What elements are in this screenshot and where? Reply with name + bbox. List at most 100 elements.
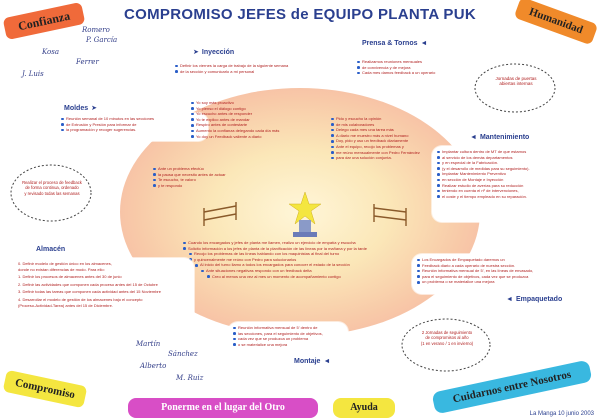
list-item: Realizamos reuniones mensuales bbox=[356, 59, 458, 65]
list-item: Delego cada mes una tarea más bbox=[330, 127, 460, 133]
signature: Kosa bbox=[42, 48, 60, 56]
arrow-icon: ➤ bbox=[91, 105, 97, 112]
section-header-montaje: Montaje ◄ bbox=[294, 358, 330, 365]
bubble-line: y revisado todas las semanas bbox=[24, 190, 80, 196]
section-header-almacen: Almacén bbox=[36, 246, 65, 253]
signature: Romero bbox=[82, 26, 110, 34]
corner-label-compromiso: Compromiso bbox=[2, 369, 88, 409]
signature: P. García bbox=[86, 36, 118, 44]
section-box-moldes: Reunión semanal de 10 minutos en las sec… bbox=[56, 113, 208, 141]
list-item: un problema o se materialice una mejora bbox=[416, 279, 590, 285]
list-item: Reunión informativa mensual de 5' dentro… bbox=[232, 325, 344, 331]
list-item: Los Encargados de Empaquetado daremos un bbox=[416, 257, 590, 263]
signature: Ferrer bbox=[76, 58, 99, 66]
list-item: 1. Definir los procesos de almacenes ant… bbox=[18, 274, 122, 280]
center-list-right-top: Pido y escucho la opinión de mis colabor… bbox=[330, 116, 460, 161]
list-item: de convivencia y de mejora bbox=[356, 65, 458, 71]
list-item: Cada mes damos feedback a un operario bbox=[356, 70, 458, 76]
list-item: Yo soy más proactivo bbox=[190, 100, 310, 106]
section-label: Almacén bbox=[36, 246, 66, 253]
section-box-mantenimiento: Implantar cultura dentro de MT de que es… bbox=[432, 146, 592, 222]
list-item: Aumento la confianza delegando cada día … bbox=[190, 128, 310, 134]
list-item: las secciones, para el seguimiento de ob… bbox=[232, 331, 344, 337]
corner-label-ayuda: Ayuda bbox=[333, 398, 395, 418]
list-item: de Extrusión y Presión para informar de bbox=[60, 122, 204, 128]
item-list: 0. Definir modelo de gestión único en lo… bbox=[12, 261, 190, 308]
bubble-top-right: Jornadas de puertas abiertas internas bbox=[484, 76, 548, 86]
list-item: la programación y recoger sugerencias. bbox=[60, 127, 204, 133]
section-header-prensa: Prensa & Tornos ◄ bbox=[362, 40, 427, 47]
section-label: Prensa & Tornos bbox=[362, 40, 418, 47]
list-item: A diario me muestro más a nivel humano bbox=[330, 133, 460, 139]
list-item: Yo pienso el diálogo contigo bbox=[190, 106, 310, 112]
bubble-line: 2 Jornadas de seguimiento bbox=[421, 330, 473, 335]
list-item: al servicio de los demás departamentos bbox=[436, 155, 588, 161]
item-list: Pido y escucho la opinión de mis colabor… bbox=[330, 116, 460, 161]
section-header-moldes: Moldes ➤ bbox=[64, 104, 97, 113]
item-list: Realizamos reuniones mensuales de conviv… bbox=[356, 59, 458, 76]
list-item: Ante el equipo, recojo los problemas y bbox=[330, 144, 460, 150]
list-item: en sección de Montaje e Inyección bbox=[436, 177, 588, 183]
bubble-left-mid: Realizar el proceso de feedback de forma… bbox=[14, 180, 90, 196]
list-item: (y el desarrollo de medidas para su segu… bbox=[436, 166, 588, 172]
item-list: Reunión informativa mensual de 5' dentro… bbox=[232, 325, 344, 347]
list-item: Yo te explico antes de mandar bbox=[190, 117, 310, 123]
arrow-icon: ◄ bbox=[470, 134, 477, 141]
list-item: Recojo los problemas de las líneas habla… bbox=[188, 251, 462, 257]
list-item: teniendo en cuenta el nº de intervencion… bbox=[436, 188, 588, 194]
center-illustration-icon bbox=[203, 191, 407, 237]
list-item: de mis colaboradores bbox=[330, 122, 460, 128]
section-label: Montaje bbox=[294, 358, 321, 365]
people-circle-icon bbox=[10, 164, 92, 222]
list-item: 2. Definir las actividades que componen … bbox=[18, 281, 158, 287]
list-item: Definir los viernes la carga de trabajo … bbox=[174, 63, 336, 69]
list-item: el coste y el tiempo empleado en su repa… bbox=[436, 194, 588, 200]
footer-date: La Manga 10 junio 2003 bbox=[529, 411, 594, 417]
section-header-inyeccion: ➤ Inyección bbox=[193, 48, 235, 57]
list-item: Cuando los encargados y jefes de planta … bbox=[182, 240, 462, 246]
arrow-icon: ◄ bbox=[506, 296, 513, 303]
bubble-line: Realizar el proceso de feedback bbox=[22, 180, 82, 185]
item-list: Reunión semanal de 10 minutos en las sec… bbox=[60, 116, 204, 133]
bubble-bottom-right: 2 Jornadas de seguimiento de compromisos… bbox=[408, 330, 486, 346]
page-title: COMPROMISO JEFES de EQUIPO PLANTA PUK bbox=[124, 6, 476, 23]
list-item: para el seguimiento de objetivos, cada v… bbox=[416, 274, 590, 280]
list-item: Solicito información a los jefes de plan… bbox=[182, 246, 462, 252]
people-circle-icon bbox=[401, 318, 491, 372]
list-item: Pido y escucho la opinión bbox=[330, 116, 460, 122]
list-item: Te escucho, te valoro bbox=[152, 177, 262, 183]
list-item: para dar una solución conjunta. bbox=[330, 155, 460, 161]
arrow-icon: ◄ bbox=[420, 40, 428, 47]
item-list: Cuando los encargados y jefes de planta … bbox=[182, 240, 462, 279]
section-header-empaquetado: ◄ Empaquetado bbox=[506, 296, 562, 303]
list-item: me reúno mensualmente con Pedro Fernánde… bbox=[330, 150, 460, 156]
center-list-bottom: Cuando los encargados y jefes de planta … bbox=[182, 240, 462, 279]
section-box-montaje: Reunión informativa mensual de 5' dentro… bbox=[228, 322, 348, 354]
center-list-left-top: Yo soy más proactivo Yo pienso el diálog… bbox=[190, 100, 310, 139]
list-item: Reunión informativa mensual de 5', en la… bbox=[416, 268, 590, 274]
section-box-empaquetado: Los Encargados de Empaquetado daremos un… bbox=[412, 254, 594, 294]
list-item: (Proceso-Actividad-Tarea) antes del 15 d… bbox=[18, 302, 113, 308]
corner-label-ponerme: Ponerme en el lugar del Otro bbox=[128, 398, 318, 418]
list-item: Ante situaciones negativas respondo con … bbox=[200, 268, 462, 274]
section-box-almacen: 0. Definir modelo de gestión único en lo… bbox=[8, 258, 194, 330]
list-item: 4. Desarrollar el modelo de gestión de l… bbox=[18, 296, 143, 302]
item-list: Implantar cultura dentro de MT de que es… bbox=[436, 149, 588, 199]
section-box-prensa: Realizamos reuniones mensuales de conviv… bbox=[352, 56, 462, 88]
list-item: la pausa que necesito antes de actuar bbox=[152, 172, 262, 178]
signature: Alberto bbox=[140, 362, 167, 370]
list-item: Yo escucho antes de responder bbox=[190, 111, 310, 117]
signature: Sánchez bbox=[168, 350, 198, 358]
signature: J. Luis bbox=[22, 70, 44, 78]
people-circle-icon bbox=[474, 63, 556, 113]
list-item: y en especial de la Fabricación. bbox=[436, 160, 588, 166]
list-item: Ante un problema efectúo bbox=[152, 166, 262, 172]
list-item: Respiro antes de contestarte bbox=[190, 122, 310, 128]
list-item: donde no existan diferencias de modo. Pa… bbox=[18, 266, 105, 272]
section-label: Inyección bbox=[201, 48, 235, 56]
section-label: Empaquetado bbox=[515, 296, 563, 303]
item-list: Yo soy más proactivo Yo pienso el diálog… bbox=[190, 100, 310, 139]
list-item: cada vez que se produzca un problema bbox=[232, 336, 344, 342]
list-item: Al inicio del turno llamo a todos los en… bbox=[194, 262, 462, 268]
section-label: Mantenimiento bbox=[479, 134, 530, 141]
